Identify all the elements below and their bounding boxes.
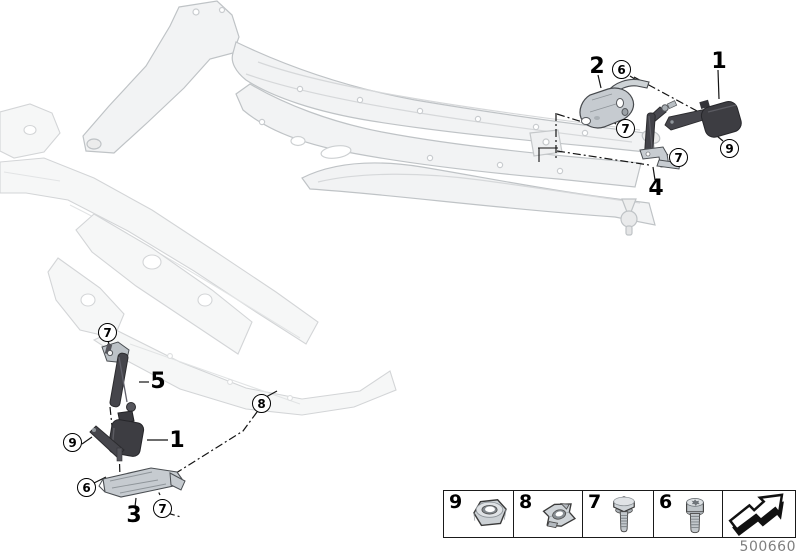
callout-circle-7b[interactable]: 7	[669, 148, 688, 167]
callout-circle-6b[interactable]: 6	[77, 478, 96, 497]
callout-circle-7c[interactable]: 7	[98, 323, 117, 342]
callout-number: 7	[103, 325, 112, 340]
legend-number: 9	[449, 491, 463, 513]
callout-number: 8	[257, 396, 266, 411]
callout-number: 7	[674, 150, 683, 165]
rear-subframe-drawing	[0, 103, 397, 416]
part-label-1-top[interactable]: 1	[711, 49, 727, 74]
cage-nut-clip-icon	[542, 503, 577, 529]
callout-circle-9a[interactable]: 9	[720, 139, 739, 158]
callout-number: 7	[621, 121, 630, 136]
legend-number: 8	[519, 491, 533, 513]
hex-bolt-icon	[613, 495, 635, 532]
part-5-link-rod-drawing	[101, 341, 136, 412]
callout-number: 6	[82, 480, 91, 495]
part-1-sensor-top-drawing	[664, 99, 742, 138]
legend-cell-8[interactable]: 8	[514, 491, 583, 537]
callout-circle-7d[interactable]: 7	[153, 499, 172, 518]
legend-cell-arrow[interactable]	[723, 491, 795, 537]
legend-number: 6	[659, 491, 673, 513]
callout-circle-8[interactable]: 8	[252, 394, 271, 413]
part-1-sensor-bottom-drawing	[89, 410, 145, 462]
part-label-4[interactable]: 4	[648, 176, 664, 201]
part-label-3[interactable]: 3	[126, 503, 142, 528]
drawing-number: 500660	[739, 539, 796, 555]
fastener-legend: 9 8 7	[443, 490, 796, 538]
legend-cell-7[interactable]: 7	[583, 491, 654, 537]
hex-nut-icon	[473, 499, 507, 527]
torx-screw-icon	[686, 497, 704, 533]
legend-number: 7	[588, 491, 602, 513]
callout-number: 6	[617, 62, 626, 77]
callout-number: 9	[68, 435, 77, 450]
callout-circle-9b[interactable]: 9	[63, 433, 82, 452]
part-label-2[interactable]: 2	[589, 54, 605, 79]
part-3-bracket-drawing	[98, 467, 186, 498]
callout-circle-6[interactable]: 6	[612, 60, 631, 79]
front-subframe-drawing	[82, 0, 661, 236]
part-label-1-bottom[interactable]: 1	[169, 428, 185, 453]
legend-cell-9[interactable]: 9	[444, 491, 514, 537]
callout-number: 9	[725, 141, 734, 156]
part-2-bracket-drawing	[579, 78, 650, 129]
ball-joint-drawing	[620, 198, 638, 236]
part-label-5[interactable]: 5	[150, 369, 166, 394]
direction-arrow-icon	[728, 493, 784, 537]
legend-cell-6[interactable]: 6	[654, 491, 723, 537]
callout-number: 7	[158, 501, 167, 516]
callout-circle-7a[interactable]: 7	[616, 119, 635, 138]
